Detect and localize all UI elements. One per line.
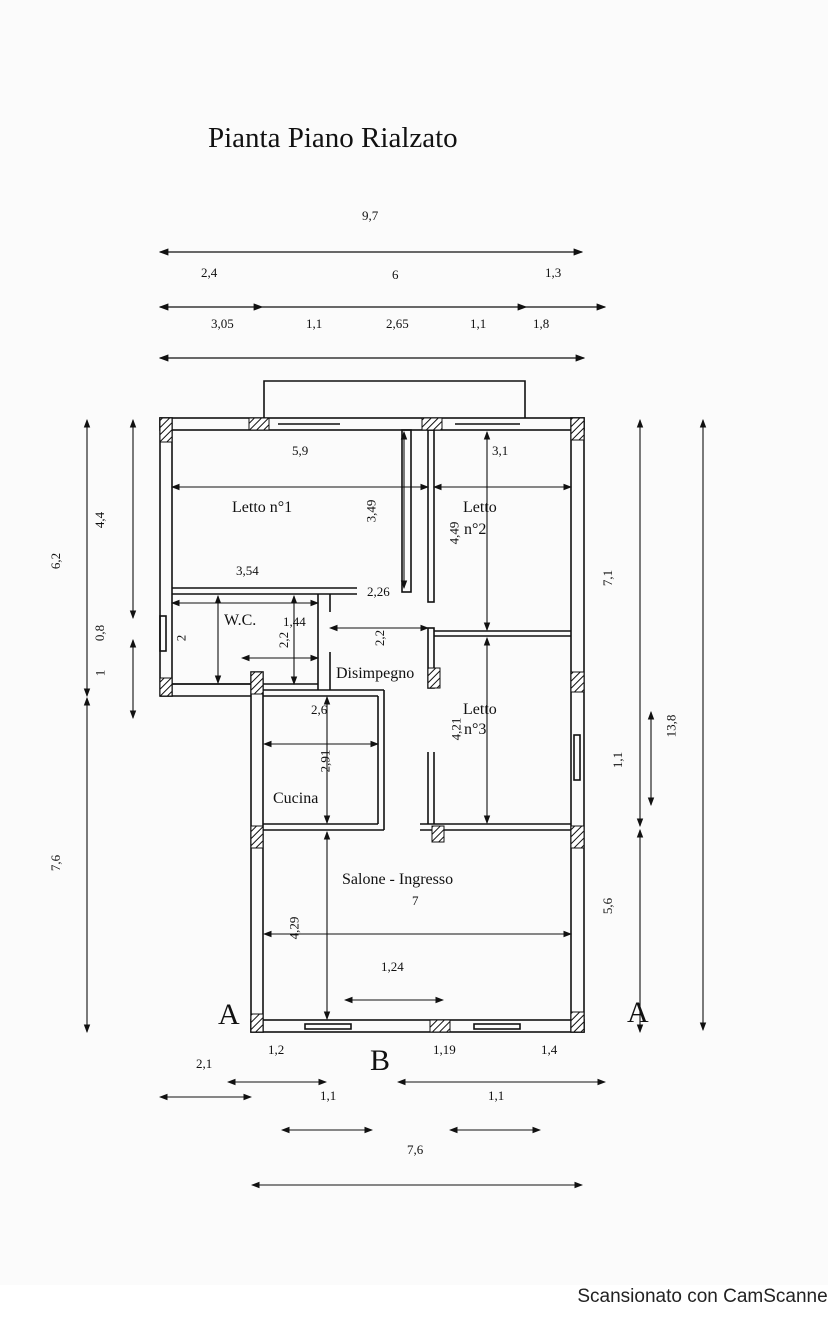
dim-disimpegno-height: 2,2 [372, 629, 388, 647]
dim-top-a: 2,4 [201, 265, 218, 280]
dim-bottom-far-left: 2,1 [196, 1056, 213, 1071]
dim-row3-e: 1,8 [533, 316, 550, 331]
room-letto2-number: n°2 [464, 521, 487, 538]
dim-cucina-width: 2,6 [311, 702, 328, 717]
room-wc: W.C. [224, 612, 257, 629]
dim-bottom-window1: 1,1 [320, 1088, 337, 1103]
dim-right-mid: 1,1 [610, 751, 626, 769]
dim-wc-side: 2 [173, 634, 189, 642]
dim-salone-door: 1,24 [381, 959, 404, 974]
dim-left-small: 0,8 [92, 624, 108, 642]
dim-letto1-height: 3,49 [363, 499, 379, 523]
dim-left-one: 1 [92, 669, 108, 677]
section-mark-a-left: A [218, 998, 240, 1031]
room-letto1: Letto n°1 [232, 499, 293, 516]
room-letto2: Letto [463, 499, 497, 516]
dim-row3-c: 2,65 [386, 316, 409, 331]
room-salone: Salone - Ingresso [342, 871, 454, 888]
dim-letto1-lower: 3,54 [236, 563, 259, 578]
dim-top-b: 6 [392, 267, 399, 282]
dim-bottom-mid: 1,19 [433, 1042, 456, 1057]
section-mark-b: B [370, 1044, 391, 1077]
interior-dimension-lines [170, 430, 573, 1021]
dim-left-outer: 6,2 [48, 552, 64, 570]
structural-pillars [159, 417, 585, 1033]
dim-top-total: 9,7 [362, 208, 379, 223]
room-cucina: Cucina [273, 790, 319, 807]
dim-salone-height: 4,29 [286, 916, 302, 940]
dim-cucina-height: 2,91 [317, 749, 333, 773]
dim-right-lower: 5,6 [600, 897, 616, 915]
scanned-page [0, 0, 828, 1285]
dim-left-inner: 4,4 [92, 511, 108, 529]
dim-disimpegno-width: 2,26 [367, 584, 390, 599]
room-disimpegno: Disimpegno [336, 665, 415, 682]
dim-wc-width: 1,44 [283, 614, 306, 629]
dim-bottom-total: 7,6 [407, 1142, 424, 1157]
scanner-watermark: Scansionato con CamScanner [577, 1286, 828, 1307]
dim-bottom-right: 1,4 [541, 1042, 558, 1057]
dim-wc-height: 2,2 [276, 631, 292, 649]
dim-left-lower: 7,6 [48, 854, 64, 872]
dim-letto2-width: 3,1 [492, 443, 509, 458]
dim-row3-a: 3,05 [211, 316, 234, 331]
section-mark-a-right: A [627, 996, 649, 1029]
dim-right-upper: 7,1 [600, 569, 616, 587]
dim-salone-width: 7 [412, 893, 419, 908]
dim-letto2-height: 4,49 [446, 521, 462, 545]
dim-bottom-window2: 1,1 [488, 1088, 505, 1103]
plan-title: Pianta Piano Rialzato [208, 122, 458, 154]
top-dimension-lines [158, 248, 607, 362]
room-letto3: Letto [463, 701, 497, 718]
dim-bottom-left: 1,2 [268, 1042, 285, 1057]
bottom-dimension-lines [158, 1078, 607, 1189]
dim-row3-b: 1,1 [306, 316, 323, 331]
dim-letto1-width: 5,9 [292, 443, 309, 458]
room-letto3-number: n°3 [464, 721, 487, 738]
side-dimension-lines [83, 418, 707, 1034]
floor-plan-drawing [83, 248, 707, 1189]
dim-right-total: 13,8 [663, 714, 679, 738]
dim-letto3-height: 4,21 [448, 717, 464, 741]
dim-top-c: 1,3 [545, 265, 562, 280]
dim-row3-d: 1,1 [470, 316, 487, 331]
